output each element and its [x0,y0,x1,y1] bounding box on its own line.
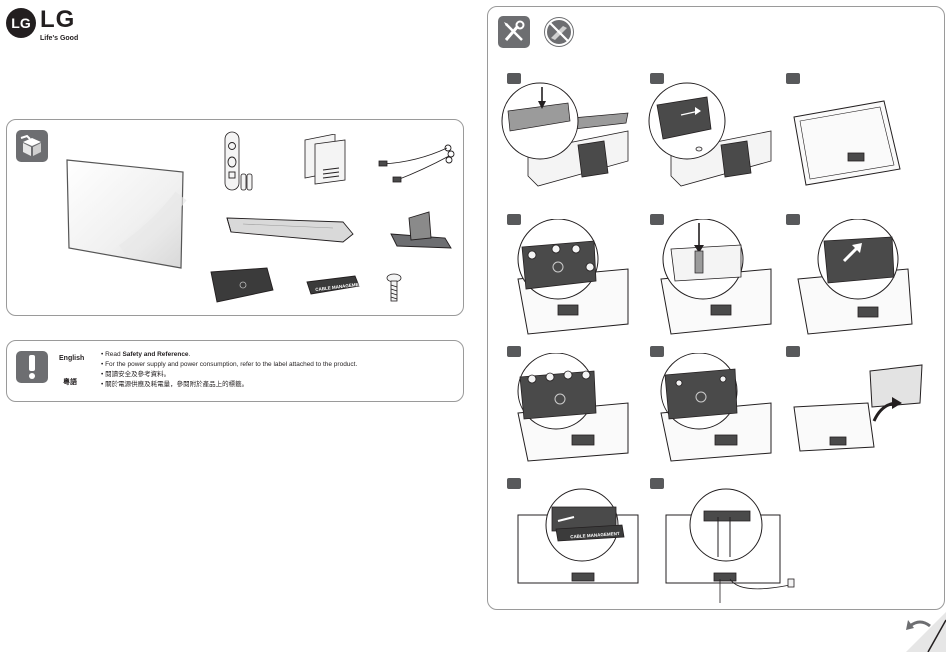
back-cover-icon [207,266,277,304]
remote-and-batteries-icon [219,130,255,194]
notes-panel: English 粵語 • Read Safety and Reference. … [6,340,464,402]
step-3-illustration [788,97,908,187]
cable-management-icon: CABLE MANAGEMENT [305,272,361,298]
notes-text: • Read Safety and Reference. • For the p… [101,350,357,390]
components-panel: CABLE MANAGEMENT [6,119,464,316]
notes-line-3: • 閱讀安全及參考資料。 [101,370,357,380]
notes-line-1: • Read Safety and Reference. [101,350,357,360]
caution-icon [16,351,48,383]
lg-wordmark: LG [40,6,75,34]
step-badge-9 [786,346,800,357]
box-contents-icon [16,130,48,162]
lg-logo-mark: LG [6,8,36,38]
notes-lang-cantonese: 粵語 [63,377,77,387]
no-power-tool-icon [543,16,575,48]
stand-bracket-icon [385,208,457,254]
step-1-illustration [498,81,633,191]
tv-panel-icon [63,156,187,272]
step-5-illustration [641,219,776,337]
manuals-icon [301,134,353,186]
screwdriver-wrench-icon [498,16,530,48]
step-10-illustration: CABLE MANAGEMENT [512,487,642,587]
step-4-illustration [498,219,633,337]
step-2-illustration [641,81,776,191]
stand-base-icon [223,212,355,246]
notes-lang-english: English [59,355,84,362]
assembly-steps-panel: CABLE MANAGEMENT [487,6,945,610]
step-badge-3 [786,73,800,84]
cables-icon [377,140,457,184]
page-turn-corner-icon [906,612,946,652]
step-8-illustration [641,353,776,463]
lg-tagline: Life's Good [40,35,78,42]
step-9-illustration [788,363,928,453]
screw-icon [384,272,404,306]
step-6-illustration [788,219,918,337]
notes-line-2: • For the power supply and power consump… [101,360,357,370]
step-7-illustration [498,353,633,463]
step-11-illustration [660,487,800,605]
notes-line-4: • 關於電源供應及耗電量，參閱附於產品上的標籤。 [101,380,357,390]
